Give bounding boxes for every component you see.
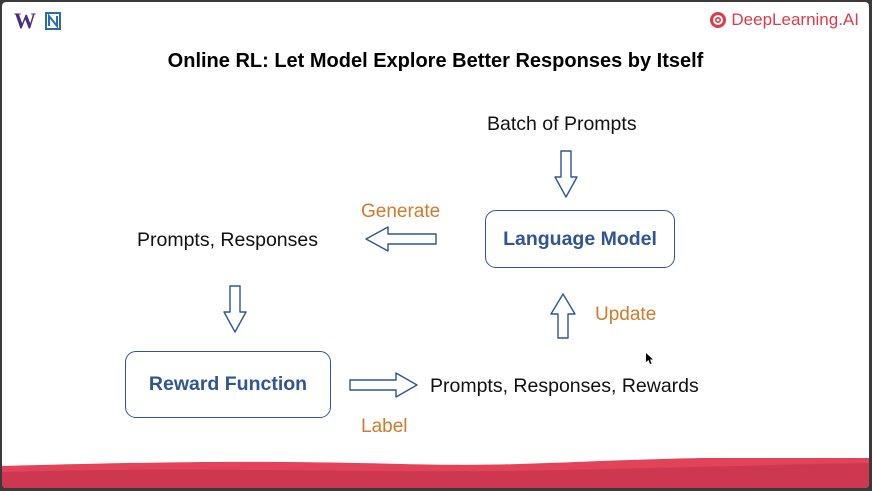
right-arrow-label-icon (349, 372, 418, 398)
reward-function-label: Reward Function (148, 373, 308, 395)
top-left-logos: W (14, 8, 63, 34)
language-model-box: Language Model (485, 210, 675, 268)
generate-label: Generate (361, 201, 441, 222)
language-model-label: Language Model (503, 227, 657, 250)
label-label: Label (361, 416, 408, 437)
footer-wave (2, 458, 869, 488)
deeplearning-logo-icon (710, 12, 727, 28)
down-arrow-batch-icon (554, 150, 578, 198)
prompts-responses-label: Prompts, Responses (137, 229, 318, 251)
left-arrow-generate-icon (365, 226, 437, 252)
prompts-responses-rewards-label: Prompts, Responses, Rewards (430, 375, 699, 397)
slide-title: Online RL: Let Model Explore Better Resp… (167, 50, 704, 72)
reward-function-box: Reward Function (125, 351, 331, 418)
down-arrow-reward-icon (223, 285, 247, 333)
brand-text: DeepLearning.AI (731, 10, 859, 29)
batch-of-prompts-label: Batch of Prompts (487, 113, 637, 135)
mouse-cursor-icon (646, 353, 653, 364)
up-arrow-update-icon (550, 293, 576, 339)
w-logo: W (14, 8, 36, 33)
brand-logo: DeepLearning.AI (709, 10, 859, 30)
update-label: Update (595, 304, 657, 325)
n-logo-icon (45, 12, 61, 30)
